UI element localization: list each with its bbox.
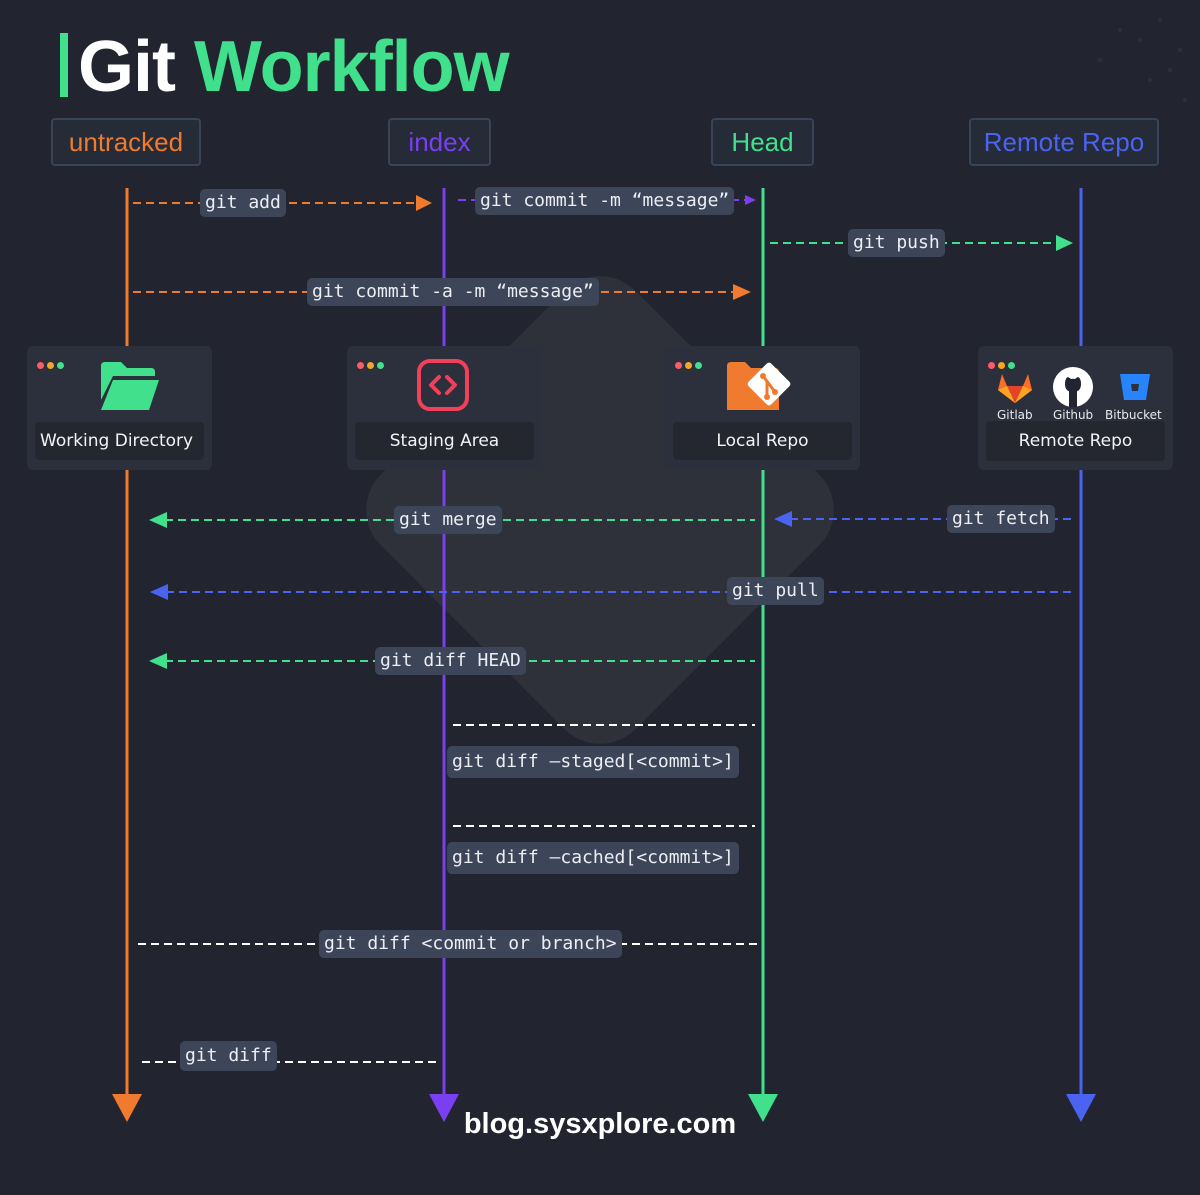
code-icon (417, 359, 469, 411)
footer-url: blog.sysxplore.com (463, 1108, 737, 1140)
git-commit-a-label: git commit -a -m “message” (307, 278, 599, 306)
gitlab-icon (998, 374, 1032, 403)
folder-icon (101, 362, 159, 410)
header-head: Head (711, 118, 814, 166)
git-diff-cached-label: git diff —cached[<commit>] (447, 842, 739, 874)
dot-texture (1098, 18, 1187, 102)
window-dots (37, 354, 67, 373)
bitbucket-icon (1120, 374, 1150, 400)
local-repo-caption: Local Repo (673, 422, 852, 460)
window-dots (988, 354, 1018, 373)
local-repo-card: Local Repo (665, 346, 860, 470)
remote-repo-caption: Remote Repo (986, 421, 1165, 461)
working-directory-caption: Working Directory (35, 422, 204, 460)
git-pull-label: git pull (727, 577, 824, 605)
page-title: Git Workflow (60, 22, 510, 112)
git-add-label: git add (200, 189, 286, 217)
window-dots (357, 354, 387, 373)
git-diff-staged-label: git diff —staged[<commit>] (447, 746, 739, 778)
git-fetch-label: git fetch (947, 505, 1055, 533)
title-prefix: Git (78, 27, 176, 107)
git-diff-head-label: git diff HEAD (375, 647, 526, 675)
github-icon (1053, 367, 1093, 407)
git-commit-label: git commit -m “message” (475, 187, 735, 215)
git-diff-label: git diff (180, 1041, 277, 1071)
git-merge-label: git merge (394, 506, 502, 534)
git-diff-commit-label: git diff <commit or branch> (319, 930, 622, 958)
header-untracked: untracked (51, 118, 201, 166)
title-accent: Workflow (194, 27, 510, 107)
gitlab-label: Gitlab (997, 408, 1033, 422)
staging-area-card: Staging Area (347, 346, 542, 470)
bitbucket-label: Bitbucket (1105, 408, 1162, 422)
untracked-arrowhead (112, 1094, 142, 1122)
git-push-label: git push (848, 229, 945, 257)
head-arrowhead (748, 1094, 778, 1122)
header-index: index (388, 118, 491, 166)
working-directory-card: Working Directory (27, 346, 212, 470)
window-dots (675, 354, 705, 373)
remote-arrowhead (1066, 1094, 1096, 1122)
remote-repo-card: Remote Repo (978, 346, 1173, 470)
title-bar (60, 33, 68, 97)
staging-area-caption: Staging Area (355, 422, 534, 460)
github-label: Github (1053, 408, 1094, 422)
index-arrowhead (429, 1094, 459, 1122)
header-remote-repo: Remote Repo (969, 118, 1159, 166)
git-folder-icon (727, 362, 791, 410)
